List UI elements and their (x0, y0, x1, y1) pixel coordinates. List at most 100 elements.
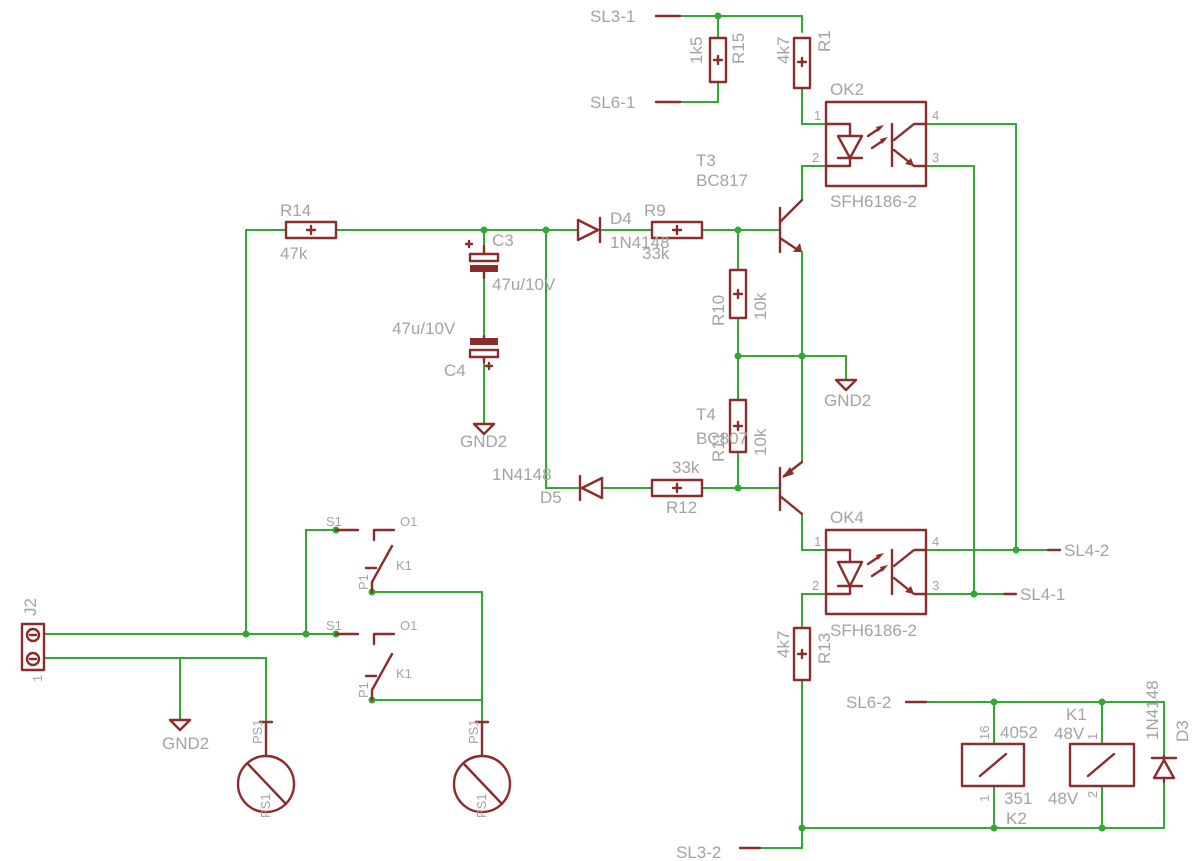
ok4-name: OK4 (830, 508, 864, 527)
ok4-pin1: 1 (814, 534, 821, 549)
net-sl3-1: SL3-1 (590, 7, 682, 26)
ground-j2-label: GND2 (162, 734, 209, 753)
c3-name: C3 (492, 231, 514, 250)
t3-name: T3 (696, 151, 716, 170)
relay-contact-lower: S1 O1 K1 P1 (326, 618, 417, 702)
r1-value: 4k7 (774, 37, 793, 64)
transistor-t3: T3 BC817 (696, 151, 804, 254)
lamp-left: PS1 PS1 (236, 719, 296, 818)
lamp-right-pin-label: PS1 (466, 719, 481, 744)
k1-pin2: 2 (1085, 791, 1100, 798)
net-sl6-1: SL6-1 (590, 93, 682, 112)
lower-contact-o-label: O1 (400, 618, 417, 633)
d5-name: D5 (540, 488, 562, 507)
r15-value: 1k5 (687, 37, 706, 64)
d4-value: 1N4148 (610, 233, 670, 252)
upper-contact-o-label: O1 (400, 514, 417, 529)
ok4-pin4: 4 (932, 534, 939, 549)
diode-d4: D4 1N4148 (576, 209, 670, 252)
ok2-value: SFH6186-2 (830, 192, 917, 211)
k1-name: K1 (1066, 705, 1087, 724)
net-sl3-2-label: SL3-2 (676, 843, 721, 861)
lamp-right: PS1 PS1 (452, 719, 512, 818)
lower-contact-p-label: P1 (356, 682, 371, 698)
r13-name: R13 (815, 633, 834, 664)
resistor-r12: 33k R12 (650, 458, 704, 517)
r11-name: R11 (709, 432, 728, 462)
ok2-pin1: 1 (814, 108, 821, 123)
k2-pin1: 1 (977, 795, 992, 802)
ground-transistors-label: GND2 (824, 391, 871, 410)
k2-part-code: 351 (1004, 789, 1032, 808)
k2-name: K2 (1006, 809, 1027, 828)
r9-name: R9 (644, 201, 666, 220)
r10-value: 10k (751, 292, 770, 320)
ok4-pin3: 3 (932, 578, 939, 593)
net-sl4-1-label: SL4-1 (1020, 585, 1065, 604)
net-sl6-2: SL6-2 (846, 693, 928, 712)
ok2-pin3: 3 (932, 150, 939, 165)
resistor-r11: R11 10k (709, 398, 770, 462)
r1-name: R1 (815, 30, 834, 52)
upper-contact-s-label: S1 (326, 514, 342, 529)
net-sl4-1: SL4-1 (1002, 585, 1065, 604)
upper-contact-p-label: P1 (356, 574, 371, 590)
r13-value: 4k7 (774, 631, 793, 658)
resistor-r9: R9 33k (642, 201, 704, 263)
t4-value: BC807 (696, 429, 748, 448)
net-sl4-2: SL4-2 (1046, 541, 1109, 560)
resistor-r15: 1k5 R15 (687, 33, 748, 84)
lamp-right-body-label: PS1 (474, 793, 489, 818)
net-sl6-2-label: SL6-2 (846, 693, 891, 712)
lower-contact-s-label: S1 (326, 618, 342, 633)
ok2-pin4: 4 (932, 108, 939, 123)
capacitor-c3: C3 47u/10V (464, 231, 556, 294)
relay-coil-k1: 1 2 K1 48V 48V (1048, 705, 1136, 808)
r14-value: 47k (280, 244, 308, 263)
r10-name: R10 (709, 295, 728, 326)
ground-transistors: GND2 (824, 378, 871, 410)
lamp-left-pin-label: PS1 (250, 719, 265, 744)
upper-contact-k-label: K1 (396, 558, 412, 573)
c4-name: C4 (444, 361, 466, 380)
d3-value: 1N4148 (1143, 680, 1162, 740)
transistor-t4: T4 BC807 (696, 405, 804, 516)
diode-d5: 1N4148 D5 (492, 465, 604, 507)
resistor-r14: R14 47k (280, 201, 338, 263)
net-sl3-1-label: SL3-1 (590, 7, 635, 26)
ground-c4-label: GND2 (460, 432, 507, 451)
ok4-pin2: 2 (812, 578, 819, 593)
lamp-left-body-label: PS1 (258, 793, 273, 818)
k2-pin16: 16 (977, 726, 992, 740)
resistor-r10: R10 10k (709, 268, 770, 326)
relay-coil-k2: 16 1 4052 351 K2 (960, 723, 1038, 828)
optocoupler-ok4: 1 2 3 4 OK4 SFH6186-2 (812, 508, 939, 640)
r11-value: 10k (751, 428, 770, 456)
lower-contact-k-label: K1 (396, 666, 412, 681)
t3-value: BC817 (696, 171, 748, 190)
r9-value: 33k (642, 244, 670, 263)
d3-name: D3 (1173, 720, 1192, 742)
diode-d3: 1N4148 D3 (1143, 680, 1192, 784)
net-sl6-1-label: SL6-1 (590, 93, 635, 112)
k1-value: 48V (1054, 724, 1085, 743)
j2-pin1: 1 (30, 675, 45, 682)
j2-name: J2 (21, 598, 40, 616)
resistor-r13: 4k7 R13 (774, 626, 834, 682)
k1-pin1: 1 (1085, 733, 1100, 740)
ok4-value: SFH6186-2 (830, 621, 917, 640)
optocoupler-ok2: 1 2 3 4 OK2 SFH6186-2 (812, 80, 939, 211)
d5-value: 1N4148 (492, 465, 552, 484)
t4-name: T4 (696, 405, 716, 424)
r12-name: R12 (666, 498, 697, 517)
r12-value: 33k (672, 458, 700, 477)
ok2-pin2: 2 (812, 150, 819, 165)
net-sl3-2: SL3-2 (676, 843, 762, 861)
ok2-name: OK2 (830, 80, 864, 99)
junctions (242, 12, 1106, 832)
k2-value: 48V (1048, 789, 1079, 808)
k2-part-number: 4052 (1000, 723, 1038, 742)
d4-name: D4 (610, 209, 632, 228)
capacitor-c4: 47u/10V C4 (392, 319, 500, 380)
